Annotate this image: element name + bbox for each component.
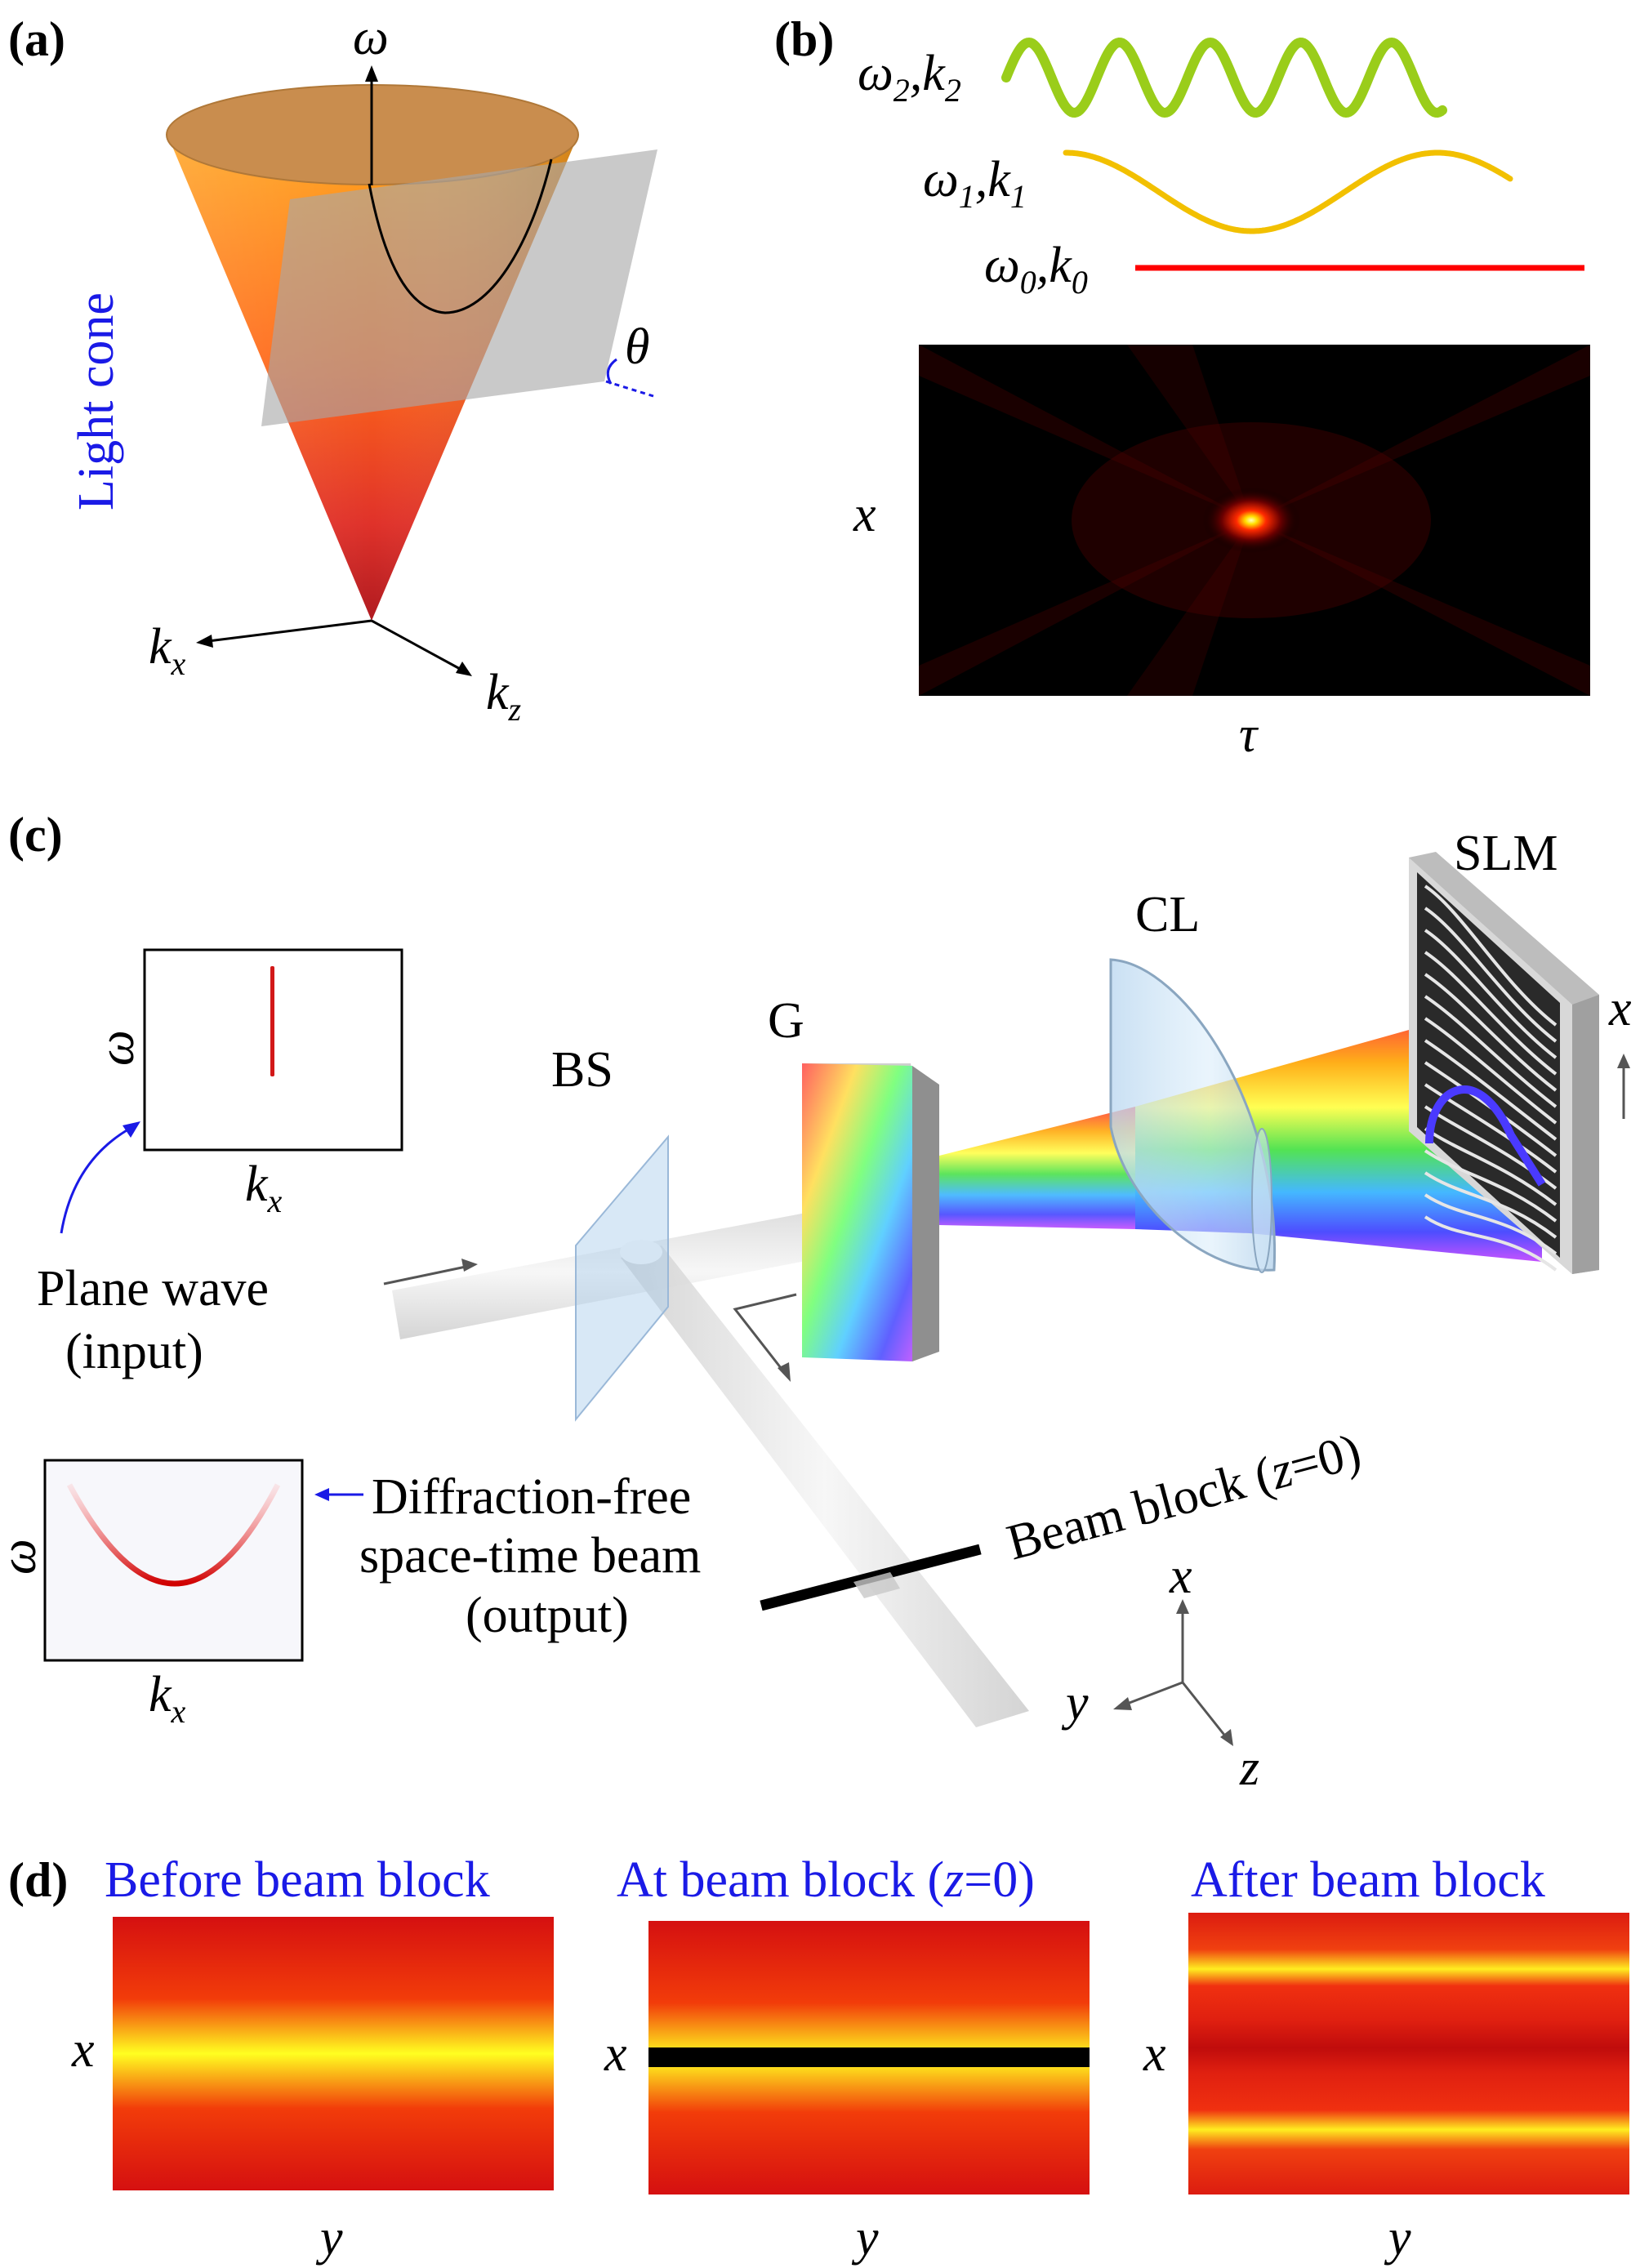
title-at-block: At beam block (z=0): [617, 1852, 1035, 1908]
label-omega2-k2: ω2,k2: [858, 46, 961, 109]
map1-x: x: [71, 2022, 95, 2078]
slm-fringe: [1424, 1171, 1558, 1239]
angle-theta: θ: [625, 319, 649, 375]
conic-section-curve: [368, 158, 553, 314]
slm-fringe: [1424, 1017, 1558, 1125]
label-omega1-k1: ω1,k1: [923, 152, 1027, 215]
panel-c-label: (c): [8, 808, 63, 862]
slm-fringe: [1424, 1083, 1558, 1174]
slm-fringe: [1424, 907, 1558, 1043]
title-after-block: After beam block: [1191, 1852, 1545, 1908]
slm-fringe: [1424, 1149, 1558, 1223]
slm-fringe: [1424, 1061, 1558, 1157]
slm-phase-arc: [1425, 1085, 1546, 1187]
axis-tau: τ: [1239, 707, 1259, 763]
axis-kz: kz: [486, 665, 522, 728]
slm-fringe: [1424, 1193, 1558, 1255]
output-label-line1: Diffraction-free: [372, 1469, 691, 1525]
map3-y: y: [1384, 2210, 1411, 2266]
label-omega0-k0: ω0,k0: [984, 238, 1088, 301]
panel-b: (b) ω2,k2 ω1,k1 ω0,k0 x τ: [774, 12, 1590, 763]
title-before-block: Before beam block: [105, 1852, 490, 1908]
plane-wave-input-label: (input): [65, 1324, 203, 1379]
map2-y: y: [851, 2210, 879, 2266]
intensity-after-block: [1188, 1913, 1629, 2194]
slm-fringe: [1424, 1039, 1558, 1141]
slm-fringe: [1424, 884, 1558, 1027]
output-label-line2: space-time beam: [359, 1528, 701, 1584]
map1-y: y: [315, 2210, 343, 2266]
slm-x-axis: x: [1608, 981, 1632, 1036]
inset1-kx: kx: [245, 1156, 283, 1219]
slm-fringe: [1424, 1127, 1558, 1206]
wave-omega-1: [1063, 149, 1513, 234]
intensity-before-block: [113, 1917, 554, 2190]
axis-omega: ω: [353, 10, 389, 65]
block-shadow: [648, 2047, 1090, 2067]
coord-y: y: [1061, 1675, 1089, 1731]
inset2-omega: ω: [0, 1539, 47, 1575]
beam-splitter: [575, 1134, 669, 1422]
axis-x-b: x: [853, 487, 876, 542]
panel-b-label: (b): [774, 12, 834, 66]
panel-a: (a) ω kx kz θ Light cone: [8, 10, 657, 728]
panel-d: (d) Before beam block At beam block (z=0…: [8, 1852, 1629, 2266]
panel-a-label: (a): [8, 12, 65, 66]
axis-kx: kx: [149, 619, 186, 682]
cylindrical-lens: [1109, 958, 1277, 1272]
grating: [802, 1063, 912, 1361]
slm-fringe: [1424, 1215, 1558, 1272]
bs-label: BS: [551, 1042, 613, 1098]
output-spectrum-inset: [43, 1459, 304, 1662]
input-beam: [392, 1205, 864, 1339]
map3-x: x: [1143, 2026, 1166, 2082]
slm-fringe: [1424, 973, 1558, 1092]
slm-label: SLM: [1454, 826, 1558, 881]
slm-fringe: [1424, 929, 1558, 1059]
panel-c: (c) ω kx Plane wave (input) ω kx Diffrac…: [0, 808, 1632, 1796]
lens-label: CL: [1135, 887, 1200, 942]
output-spectrum-curve: [66, 1483, 281, 1587]
spectral-plane: [261, 149, 657, 426]
map2-x: x: [604, 2026, 627, 2082]
wave-omega-2: [1001, 37, 1447, 118]
output-beam: [621, 1245, 1029, 1727]
grating-label: G: [768, 993, 804, 1049]
dispersed-fan: [939, 1107, 1135, 1229]
inset1-omega: ω: [89, 1030, 145, 1066]
output-label-line3: (output): [466, 1588, 629, 1643]
focal-spot: [1202, 488, 1300, 553]
slm-fringe: [1424, 951, 1558, 1076]
inset2-kx: kx: [149, 1667, 186, 1730]
coord-z: z: [1239, 1740, 1259, 1796]
panel-d-label: (d): [8, 1853, 68, 1907]
plane-wave-label: Plane wave: [37, 1261, 269, 1317]
slm-fringe: [1424, 995, 1558, 1108]
coord-x: x: [1169, 1548, 1192, 1604]
light-cone-label: Light cone: [69, 292, 124, 510]
input-spectrum-line: [270, 966, 274, 1076]
